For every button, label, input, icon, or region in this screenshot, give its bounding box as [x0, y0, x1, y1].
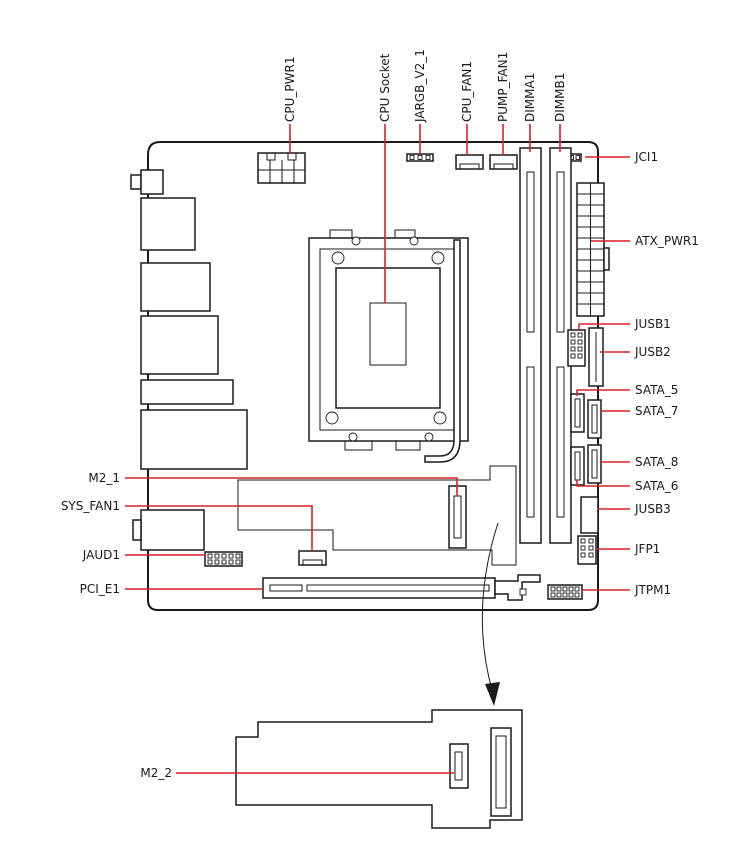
- label-jaud1: JAUD1: [82, 548, 120, 562]
- label-dimma1: DIMMA1: [523, 73, 537, 122]
- sata-6-connector: [570, 446, 585, 486]
- jusb2-connector: [588, 327, 604, 387]
- atx-pwr1-connector: [576, 182, 610, 317]
- leader-lines: [125, 124, 630, 774]
- label-sata-7: SATA_7: [635, 404, 678, 418]
- label-jargb-v2-1: JARGB_V2_1: [413, 49, 427, 123]
- jfp1-header: [577, 535, 597, 565]
- jtpm1-header: [547, 584, 583, 600]
- jargb-v2-1-header: [406, 153, 434, 162]
- dimm-a1-slot: [519, 147, 542, 544]
- label-pci-e1: PCI_E1: [80, 582, 120, 596]
- label-atx-pwr1: ATX_PWR1: [635, 234, 699, 248]
- sata-7-connector: [587, 399, 602, 439]
- cpu-pwr1-connector: [257, 152, 306, 184]
- label-cpu-pwr1: CPU_PWR1: [283, 57, 297, 122]
- dimm-b1-slot: [549, 147, 572, 544]
- pump-fan1-header: [489, 154, 518, 170]
- label-sata-8: SATA_8: [635, 455, 678, 469]
- label-cpu-fan1: CPU_FAN1: [460, 61, 474, 122]
- label-sata-6: SATA_6: [635, 479, 678, 493]
- jaud1-header: [204, 551, 243, 567]
- sys-fan1-header: [298, 550, 327, 566]
- jusb3-connector: [580, 496, 599, 534]
- label-m2-1: M2_1: [88, 471, 120, 485]
- rear-io-panel: [130, 169, 248, 551]
- label-dimmb1: DIMMB1: [553, 73, 567, 122]
- label-pump-fan1: PUMP_FAN1: [496, 52, 510, 122]
- board-outline: [147, 141, 599, 611]
- label-sata-5: SATA_5: [635, 383, 678, 397]
- cpu-socket: [308, 229, 469, 463]
- label-jusb3: JUSB3: [634, 502, 671, 516]
- label-cpu-socket: CPU Socket: [378, 53, 392, 122]
- riser-arrow: [481, 522, 500, 706]
- m2-1-riser-area: [237, 465, 517, 566]
- label-m2-2: M2_2: [140, 766, 172, 780]
- jusb1-header: [567, 329, 586, 367]
- arrow-head-icon: [485, 682, 500, 706]
- label-jusb1: JUSB1: [634, 317, 671, 331]
- pci-e1-slot: [262, 574, 541, 601]
- label-jusb2: JUSB2: [634, 345, 671, 359]
- label-jci1: JCI1: [634, 150, 658, 164]
- sata-5-connector: [570, 393, 585, 433]
- label-jtpm1: JTPM1: [634, 583, 671, 597]
- label-jfp1: JFP1: [634, 542, 660, 556]
- m2-2-riser-card: [235, 709, 523, 829]
- label-sys-fan1: SYS_FAN1: [61, 499, 120, 513]
- sata-8-connector: [587, 444, 602, 484]
- cpu-fan1-header: [455, 154, 484, 170]
